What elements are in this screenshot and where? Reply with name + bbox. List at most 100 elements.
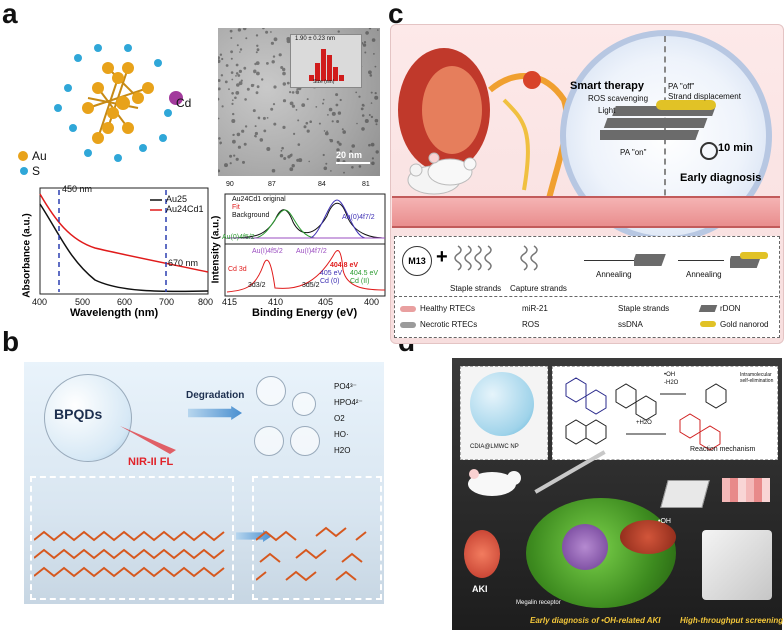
- tem-particle: [218, 79, 221, 82]
- bp-lattice-box: [30, 476, 234, 600]
- tem-particle: [235, 72, 239, 75]
- tem-particle: [254, 62, 257, 66]
- abs-xtick-800: 800: [198, 297, 214, 307]
- tem-particle: [356, 122, 358, 125]
- tem-particle: [373, 53, 375, 55]
- tem-particle: [327, 114, 329, 116]
- tem-particle: [231, 78, 234, 81]
- nir-fl-label: NIR-II FL: [128, 456, 174, 468]
- tem-particle: [371, 161, 375, 166]
- plus-icon: +: [436, 246, 448, 268]
- tem-particle: [262, 116, 266, 120]
- tem-particle: [374, 65, 377, 68]
- s-legend-dot: [20, 167, 28, 175]
- tem-particle: [255, 34, 259, 37]
- tem-particle: [221, 57, 224, 61]
- tem-particle: [293, 132, 296, 135]
- degraded-lattice: [256, 526, 367, 582]
- tem-particle: [243, 66, 247, 70]
- tem-particle: [283, 157, 287, 160]
- tem-particle: [364, 51, 367, 54]
- xps-plot: [224, 193, 386, 297]
- tem-particle: [289, 167, 294, 172]
- tem-particle: [273, 85, 277, 89]
- tem-particle: [370, 91, 373, 94]
- tem-particle: [308, 160, 310, 163]
- tem-particle: [336, 148, 340, 152]
- tem-particle: [362, 43, 367, 47]
- tem-particle: [239, 51, 241, 53]
- tem-particle: [218, 59, 221, 64]
- tem-particle: [278, 53, 282, 57]
- legend-mir21: miR-21: [522, 304, 548, 313]
- bp-lattice: [34, 530, 225, 578]
- tem-particle: [229, 154, 233, 158]
- rdon-swatch: [698, 305, 718, 312]
- rdon-with-gold: [730, 252, 768, 268]
- legend-hpo4: HPO4²⁻: [334, 398, 363, 407]
- tem-particle: [246, 87, 250, 91]
- histogram-title: 1.90 ± 0.23 nm: [295, 36, 335, 42]
- tem-particle: [244, 98, 247, 101]
- tem-particle: [323, 130, 326, 132]
- tem-particle: [254, 125, 257, 128]
- tem-particle: [358, 95, 361, 98]
- lattice-arrow: [236, 530, 272, 542]
- tem-particle: [254, 134, 257, 138]
- tem-particle: [282, 82, 286, 86]
- tem-particle: [236, 132, 241, 137]
- tem-particle: [255, 51, 258, 54]
- tem-particle: [234, 96, 237, 100]
- tem-particle: [229, 162, 232, 165]
- tem-particle: [224, 163, 228, 168]
- tem-particle: [338, 142, 342, 146]
- tem-particle: [365, 31, 369, 35]
- tem-particle: [370, 142, 375, 147]
- origami-sheet: [634, 254, 666, 266]
- annealing-2-label: Annealing: [686, 270, 722, 279]
- legend-staple-strands: Staple strands: [618, 304, 670, 313]
- tem-particle: [256, 71, 260, 76]
- tem-particle: [330, 170, 332, 172]
- tem-particle: [368, 114, 371, 116]
- bubble-4: [290, 426, 320, 456]
- tem-particle: [230, 50, 233, 54]
- m13-circle: M13: [402, 246, 432, 276]
- xps-cd0: Cd (0): [320, 278, 340, 285]
- origami-stack: [600, 100, 716, 140]
- bpqds-sphere: [44, 374, 132, 462]
- tem-particle: [270, 31, 272, 33]
- tem-particle: [273, 122, 277, 126]
- tem-particle: [258, 117, 261, 120]
- tem-particle: [329, 139, 334, 143]
- au-legend-label: Au: [32, 149, 47, 163]
- xps-peak-aui-52: Au(I)4f5/2: [252, 248, 283, 255]
- staple-strands-caption: Staple strands: [450, 284, 502, 293]
- tem-particle: [368, 28, 372, 30]
- tem-particle: [219, 53, 223, 56]
- tem-particle: [273, 37, 278, 42]
- tem-particle: [235, 91, 240, 95]
- tem-particle: [220, 74, 224, 77]
- necrotic-rtecs-swatch: [400, 322, 416, 328]
- tem-particle: [266, 147, 271, 151]
- tem-particle: [297, 119, 300, 122]
- tem-particle: [337, 111, 342, 115]
- xps-cdii: Cd (II): [350, 278, 370, 285]
- tem-particle: [230, 57, 233, 60]
- legend-ssdna: ssDNA: [618, 320, 643, 329]
- marker-670: 670 nm: [168, 258, 199, 268]
- xps-legend-fit: Fit: [232, 204, 240, 211]
- tem-particle: [221, 105, 224, 108]
- tem-particle: [218, 169, 221, 173]
- schematic-divider: [394, 296, 778, 298]
- au-legend-dot: [18, 151, 28, 161]
- legend-rdon: rDON: [720, 304, 741, 313]
- tem-particle: [361, 114, 365, 117]
- tem-particle: [242, 28, 247, 31]
- tem-particle: [331, 120, 334, 123]
- tem-particle: [282, 71, 286, 76]
- tem-particle: [328, 107, 333, 112]
- tem-particle: [235, 157, 239, 161]
- abs-xtick-500: 500: [75, 297, 91, 307]
